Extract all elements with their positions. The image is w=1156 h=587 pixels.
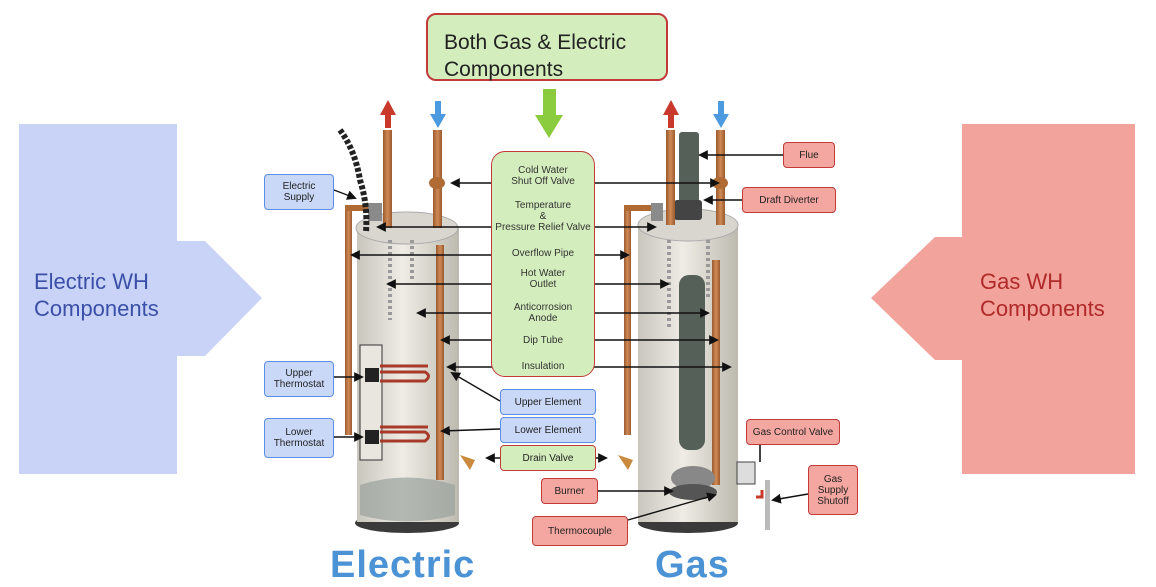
green-down-arrow [535, 89, 563, 138]
label-hot-water-outlet: Hot Water Outlet [520, 268, 566, 290]
flue-label: Flue [783, 142, 835, 168]
draft-diverter-label: Draft Diverter [742, 187, 836, 213]
upper-thermostat-label: Upper Thermostat [264, 361, 334, 397]
electric-wh-components-label: Electric WH Components [34, 269, 159, 321]
thermocouple-label: Thermocouple [532, 516, 628, 546]
lower-thermostat-label: Lower Thermostat [264, 418, 334, 458]
electric-big-arrow [19, 124, 262, 474]
label-overflow-pipe: Overflow Pipe [511, 248, 575, 259]
shared-components-header: Both Gas & Electric Components [426, 13, 668, 81]
gas-tank [618, 100, 770, 533]
gas-supply-shutoff-label: Gas Supply Shutoff [808, 465, 858, 515]
gas-control-valve-label: Gas Control Valve [746, 419, 840, 445]
label-anticorrosion-anode: Anticorrosion Anode [513, 302, 573, 324]
electric-supply-label: Electric Supply [264, 174, 334, 210]
gas-title: Gas [655, 544, 730, 586]
drain-valve-label: Drain Valve [500, 445, 596, 471]
label-cold-water-shutoff: Cold Water Shut Off Valve [511, 165, 575, 187]
electric-title: Electric [330, 544, 476, 586]
gas-big-arrow [871, 124, 1135, 474]
shared-components-panel [491, 151, 595, 377]
electric-tank [337, 100, 475, 533]
label-temp-pressure-relief: Temperature & Pressure Relief Valve [495, 200, 591, 233]
lower-element-label: Lower Element [500, 417, 596, 443]
burner-label: Burner [541, 478, 598, 504]
gas-wh-components-label: Gas WH Components [980, 269, 1105, 321]
label-dip-tube: Dip Tube [522, 335, 564, 346]
upper-element-label: Upper Element [500, 389, 596, 415]
label-insulation: Insulation [521, 361, 565, 372]
